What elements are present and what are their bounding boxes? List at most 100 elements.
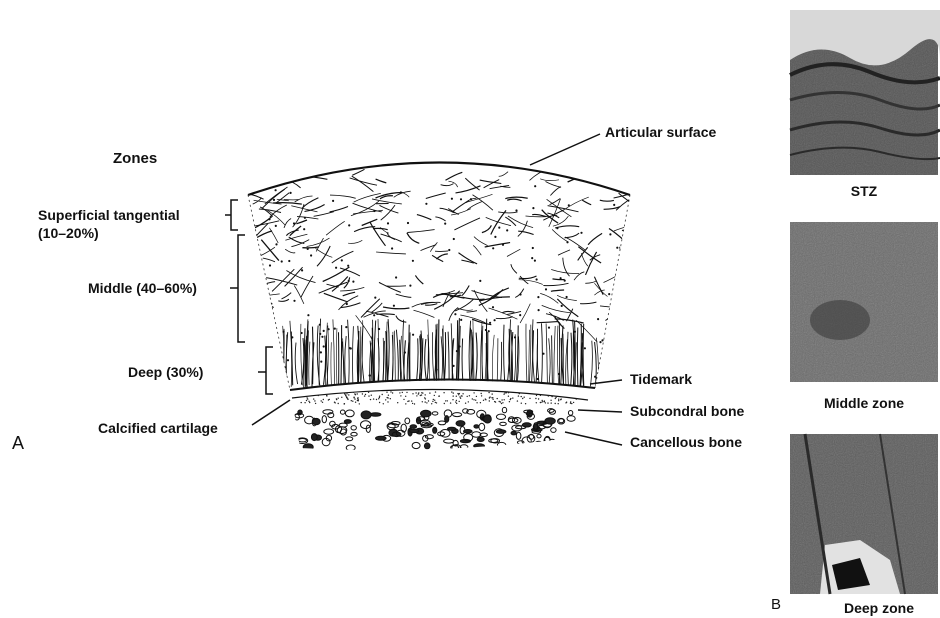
fiber	[345, 336, 346, 385]
bone-stipple	[476, 396, 477, 397]
stipple	[460, 199, 461, 200]
bone-stipple	[301, 402, 302, 403]
fiber	[353, 326, 354, 387]
bone-stipple	[557, 393, 558, 394]
bone-stipple	[420, 395, 421, 396]
bone-stipple	[387, 397, 388, 398]
bone-stipple	[447, 400, 448, 401]
fiber	[342, 342, 344, 388]
bone-stipple	[450, 402, 451, 403]
bone-stipple	[435, 391, 436, 392]
bone-stipple	[473, 392, 474, 393]
fiber	[566, 339, 568, 387]
bone-stipple	[481, 393, 482, 394]
fiber	[588, 233, 602, 244]
stipple	[532, 258, 533, 259]
fiber	[467, 202, 482, 210]
stipple	[564, 280, 565, 281]
fiber	[552, 335, 553, 385]
fiber	[624, 245, 655, 246]
bone-trabecula	[324, 429, 334, 434]
bone-stipple	[308, 401, 309, 402]
stipple	[346, 303, 347, 304]
fiber	[515, 289, 524, 298]
stipple	[396, 277, 397, 278]
bone-stipple	[426, 402, 427, 403]
bone-trabecula	[472, 432, 481, 438]
bone-stipple	[421, 394, 422, 395]
bone-stipple	[353, 397, 354, 398]
bone-stipple	[502, 402, 503, 403]
stipple	[453, 365, 454, 366]
stipple	[488, 331, 489, 332]
fiber	[362, 219, 378, 225]
stipple	[490, 322, 491, 323]
bone-stipple	[364, 395, 365, 396]
bone-stipple	[436, 402, 437, 403]
bone-stipple	[307, 398, 308, 399]
zone-superficial-percent: (10–20%)	[38, 225, 99, 241]
fiber	[251, 307, 270, 322]
stipple	[560, 278, 561, 279]
stipple	[393, 305, 394, 306]
bone-stipple	[328, 399, 329, 400]
bone-stipple	[309, 402, 310, 403]
fiber	[376, 314, 394, 315]
bone-stipple	[508, 396, 509, 397]
bone-stipple	[503, 394, 504, 395]
bone-trabecula	[346, 437, 353, 441]
bone-stipple	[491, 397, 492, 398]
stipple	[348, 265, 349, 266]
bone-stipple	[433, 399, 434, 400]
stipple	[283, 331, 284, 332]
fiber	[561, 338, 562, 388]
fiber	[307, 238, 330, 246]
bone-stipple	[422, 392, 423, 393]
fiber	[558, 250, 570, 255]
bone-stipple	[403, 399, 404, 400]
bone-trabecula	[516, 432, 521, 439]
stipple	[537, 378, 538, 379]
fiber	[341, 303, 361, 308]
fiber	[459, 253, 478, 264]
micrograph-deep	[790, 434, 938, 594]
bone-stipple	[443, 392, 444, 393]
bone-stipple	[425, 394, 426, 395]
bone-stipple	[297, 391, 298, 392]
fiber	[473, 195, 493, 210]
micrograph-stz	[790, 10, 940, 175]
bone-stipple	[535, 398, 536, 399]
bone-stipple	[314, 400, 315, 401]
bone-trabecula	[388, 424, 398, 428]
bone-stipple	[544, 401, 545, 402]
fiber	[507, 199, 521, 201]
fiber	[341, 325, 342, 387]
stipple	[410, 285, 411, 286]
stipple	[455, 314, 456, 315]
bone-stipple	[453, 395, 454, 396]
stipple	[598, 319, 599, 320]
stipple	[273, 199, 274, 200]
fiber	[542, 323, 543, 385]
bone-stipple	[488, 392, 489, 393]
stipple	[532, 247, 533, 248]
stipple	[492, 307, 493, 308]
stipple	[341, 260, 342, 261]
fiber	[585, 281, 596, 284]
bone-trabecula	[424, 443, 430, 449]
bone-stipple	[462, 393, 463, 394]
fiber	[430, 242, 437, 251]
bone-trabecula	[351, 426, 356, 430]
fiber	[383, 307, 409, 309]
stipple	[276, 244, 277, 245]
bone-stipple	[558, 400, 559, 401]
fiber	[502, 311, 514, 312]
fiber	[336, 328, 337, 387]
stipple	[514, 337, 515, 338]
bone-trabecula	[438, 432, 445, 436]
calcified-cartilage-label: Calcified cartilage	[98, 420, 218, 436]
bone-trabecula	[511, 431, 516, 435]
bone-stipple	[570, 403, 571, 404]
panel-b-letter: B	[771, 596, 781, 613]
fiber	[504, 325, 505, 388]
